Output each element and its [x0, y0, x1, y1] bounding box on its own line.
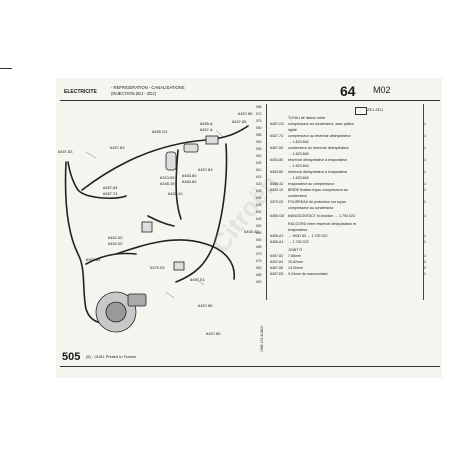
diagram-label: 6457.84	[103, 185, 118, 190]
row-number: 580	[256, 126, 262, 130]
diagram-label: 6457.74	[103, 191, 118, 196]
qty-divider	[423, 104, 424, 300]
row-number: 655	[256, 231, 262, 235]
receiver-drier	[183, 143, 199, 153]
pipe-evap-compressor	[115, 239, 235, 280]
row-number: 615	[256, 175, 262, 179]
diagram-label: 6455.G3	[152, 129, 168, 134]
diagram-label: 6483.89	[182, 179, 197, 184]
diagram-label: 6345.19	[160, 181, 175, 186]
diagram-label: 6453.10	[168, 191, 183, 196]
pipe-bracket	[147, 215, 175, 227]
diagram-label: 6967.84	[86, 257, 101, 262]
header-rule	[60, 100, 440, 101]
diagram-label: 6313.65	[160, 175, 175, 180]
flange-bracket	[141, 221, 153, 233]
row-number: 660	[256, 238, 262, 242]
row-number: 590	[256, 140, 262, 144]
row-number: 650	[256, 224, 262, 228]
row-number: 585	[256, 133, 262, 137]
pipe-top	[81, 125, 249, 191]
hose-sleeve	[173, 261, 185, 271]
corner-mark	[0, 68, 12, 69]
pipe-compressor-condenser	[67, 161, 127, 200]
row-number: 625	[256, 189, 262, 193]
row-number: 570	[256, 112, 262, 116]
diagram-label: 6483.80	[182, 173, 197, 178]
legend-divider	[266, 104, 267, 300]
diagram-label: 6457.85	[198, 303, 213, 308]
diagram-label: 6457.83	[110, 145, 125, 150]
compressor-pulley	[105, 301, 127, 323]
footer-subtitle: (6) - 01/81 Printed in France	[86, 354, 137, 359]
page-number: 64	[340, 83, 356, 99]
row-number: 685	[256, 273, 262, 277]
footer-page-number: 505	[62, 351, 81, 363]
header-subtitle-1: - REFRIGERATION - CANALISATIONS	[111, 85, 185, 90]
diagram-label: 6457.A	[200, 127, 213, 132]
row-number: 645	[256, 217, 262, 221]
pipe-suction	[64, 161, 117, 325]
row-number: 675	[256, 259, 262, 263]
pipe-condenser	[85, 252, 137, 265]
section-title: ELECTRICITE	[64, 89, 97, 95]
row-number: 610	[256, 168, 262, 172]
row-number: 595	[256, 147, 262, 151]
diagram-label: 6457.83	[198, 167, 213, 172]
row-number: 680	[256, 266, 262, 270]
pipe-evaporator	[175, 143, 228, 283]
diagram-label: 6457.85	[232, 119, 247, 124]
row-number: 635	[256, 203, 262, 207]
row-number: 690	[256, 280, 262, 284]
row-number: 600	[256, 154, 262, 158]
pressure-switch	[165, 151, 177, 171]
row-number: 620	[256, 182, 262, 186]
page-code: M02	[373, 85, 391, 95]
diagram-label: 6462.00	[108, 235, 123, 240]
diagram-label: 0379.03	[150, 265, 165, 270]
row-number: 575	[256, 119, 262, 123]
row-number: 640	[256, 210, 262, 214]
diagram-label: 6457.E1	[190, 277, 205, 282]
diagram-label: 6457.85	[206, 331, 221, 336]
diagram-label: 6455.A	[200, 121, 213, 126]
row-number: 630	[256, 196, 262, 200]
vertical-note: 1986 103 414400	[260, 325, 264, 352]
variant-marker-label: ZEJ-ZDJ	[367, 107, 383, 112]
diagram-label: 6457.83	[58, 149, 73, 154]
row-number: 665	[256, 245, 262, 249]
row-number: 670	[256, 252, 262, 256]
footer-rule	[60, 366, 440, 367]
row-number: 565	[256, 105, 262, 109]
pipe-receiver	[175, 149, 182, 220]
fitting-top	[205, 135, 219, 145]
diagram-label: 6453.43	[244, 229, 259, 234]
header-subtitle-2: (INJECTION ZEJ - ZDJ)	[111, 91, 156, 96]
diagram-label: 6457.85	[238, 111, 253, 116]
compressor-head	[127, 293, 147, 307]
diagram-label: 6452.00	[108, 241, 123, 246]
pipe-diagram	[64, 125, 249, 333]
variant-marker-box	[355, 107, 367, 115]
row-number: 605	[256, 161, 262, 165]
